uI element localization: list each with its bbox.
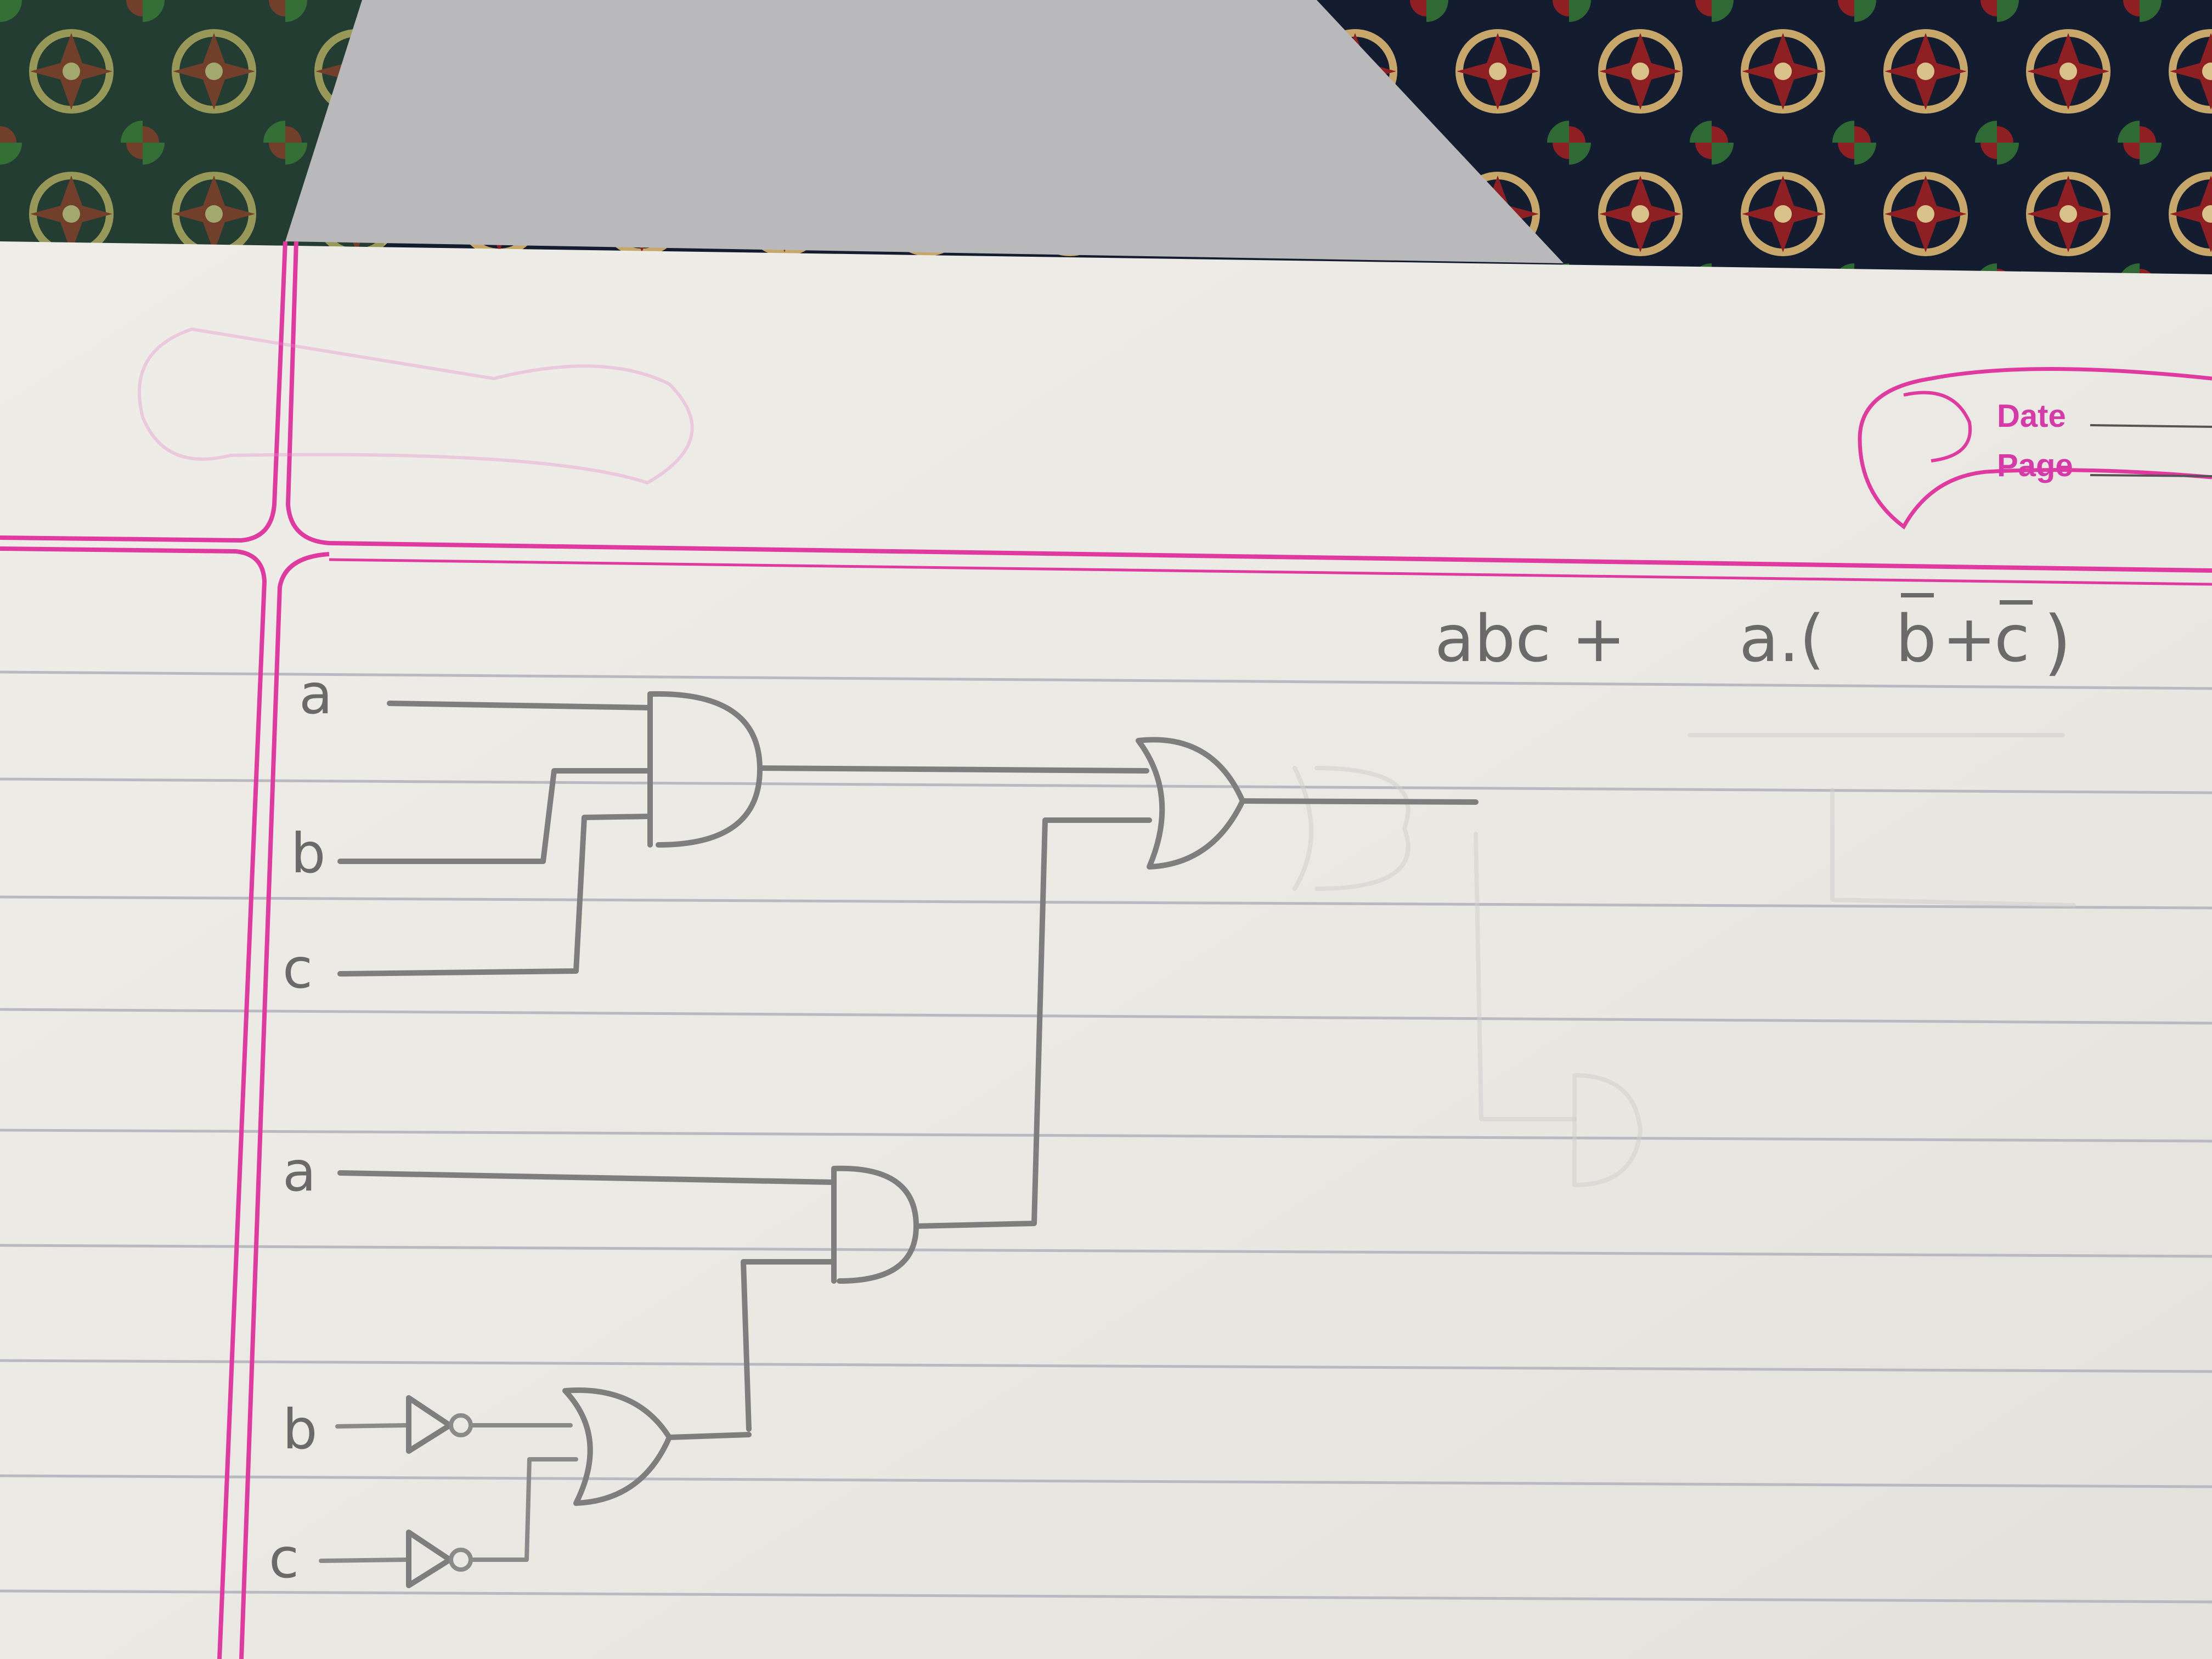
date-line [2090, 424, 2212, 428]
input-label-c-top: c [283, 936, 313, 1001]
ghost-circuit [1293, 733, 2076, 1187]
input-label-b-bottom: b [283, 1397, 317, 1462]
input-label-a-top: a [299, 662, 332, 726]
page-label: Page [1997, 448, 2073, 483]
page-line [2090, 474, 2212, 477]
expression-b-complement: b [1895, 601, 1937, 676]
date-label: Date [1997, 398, 2066, 434]
boolean-expression: abc + a.( b + c ) [1435, 593, 2072, 684]
margin-lines [0, 241, 2212, 1659]
ruled-lines [0, 670, 2212, 1604]
input-label-b-top: b [291, 821, 325, 885]
wire-and-bottom-to-or [913, 817, 1152, 1229]
input-label-a-bottom: a [283, 1139, 316, 1204]
wires-bottom [337, 1170, 837, 1432]
output-wire [1240, 798, 1479, 805]
not-gate-b [335, 1395, 573, 1454]
expression-c-complement: c [1994, 601, 2030, 676]
and-gate-bottom [831, 1165, 919, 1284]
wire-or-bottom-to-and [667, 1432, 752, 1440]
expression-left-term: abc + [1435, 601, 1626, 676]
date-page-header: Date Page [1858, 367, 2212, 530]
expression-close-paren: ) [2044, 600, 2072, 684]
grey-object-behind [285, 0, 1564, 263]
wires-top [337, 701, 653, 977]
expression-plus: + [1942, 601, 1996, 676]
notebook-page [0, 241, 2212, 1659]
expression-right-prefix: a.( [1739, 601, 1825, 676]
input-label-c-bottom: c [269, 1526, 299, 1590]
not-gate-c [319, 1457, 578, 1588]
bleed-through-header [138, 327, 694, 485]
wire-and-top-to-or [757, 765, 1149, 774]
